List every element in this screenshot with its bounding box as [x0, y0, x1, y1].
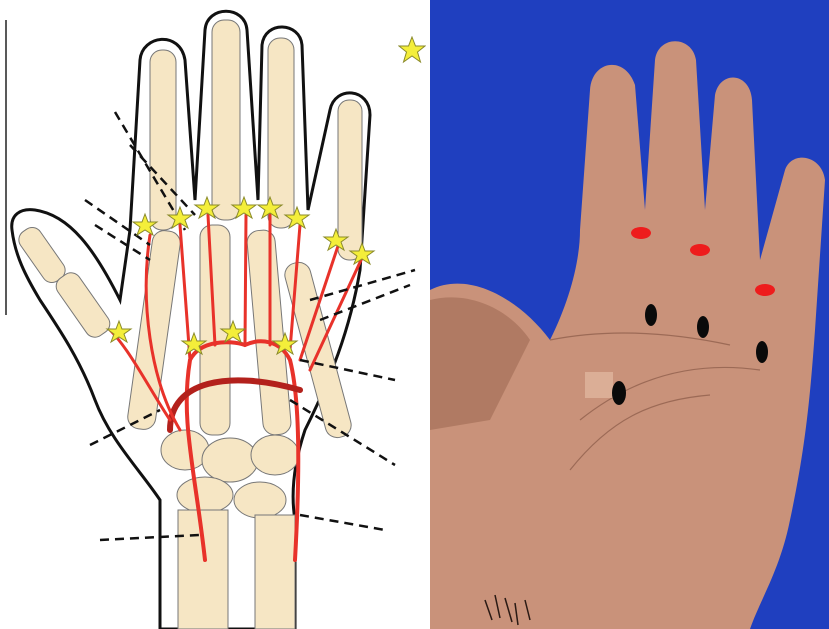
- black-marker: [697, 316, 709, 338]
- palm-photo-svg: [430, 0, 829, 629]
- red-marker: [755, 284, 775, 296]
- hand-anatomy-svg: [0, 0, 430, 629]
- star-icon: [398, 36, 426, 64]
- palm-photograph: [430, 0, 829, 629]
- black-marker: [612, 381, 626, 405]
- legend-star: [398, 36, 426, 64]
- black-marker: [645, 304, 657, 326]
- hand-anatomy-illustration: [0, 0, 430, 629]
- bandage: [585, 372, 613, 398]
- red-marker: [690, 244, 710, 256]
- black-marker: [756, 341, 768, 363]
- red-marker: [631, 227, 651, 239]
